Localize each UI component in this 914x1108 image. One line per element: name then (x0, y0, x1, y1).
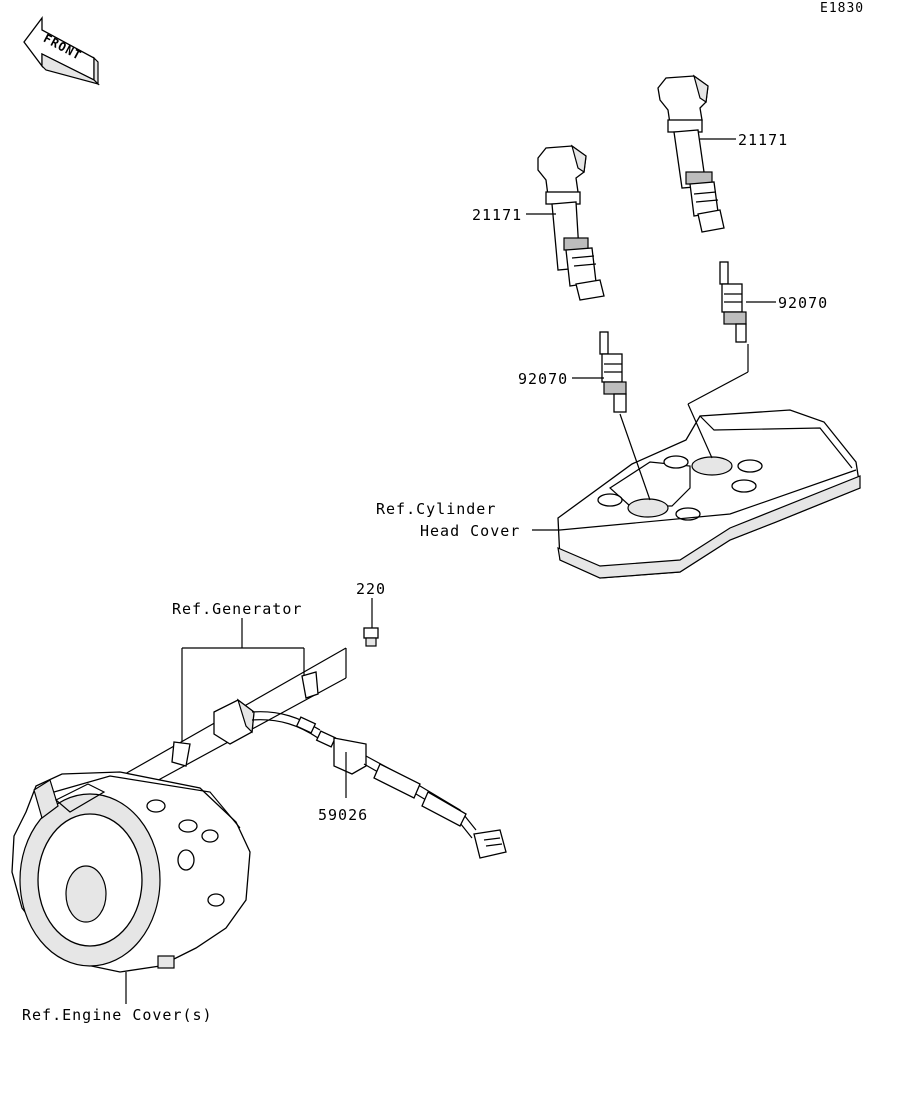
bolt-220 (363, 627, 379, 647)
label-cylinder-head-line2: Head Cover (420, 522, 521, 540)
label-coil-left: 21171 (472, 206, 523, 224)
label-cylinder-head-line1: Ref.Cylinder (376, 500, 497, 518)
generator-cover (11, 771, 251, 1004)
label-coil-right: 21171 (738, 131, 789, 149)
label-bolt: 220 (356, 580, 387, 598)
cylinder-head-cover (557, 409, 861, 579)
label-generator: Ref.Generator (172, 600, 303, 618)
crankshaft-sensor-59026 (213, 698, 507, 859)
clamp-lower (171, 741, 191, 767)
ignition-coil-right (657, 74, 725, 233)
label-engine-cover: Ref.Engine Cover(s) (22, 1006, 213, 1024)
label-plug-right: 92070 (778, 294, 829, 312)
label-plug-left: 92070 (518, 370, 569, 388)
diagram-code: E1830 (820, 1, 865, 16)
leader-plug-left (619, 413, 651, 501)
spark-plug-right (719, 261, 747, 343)
spark-plug-left (599, 331, 627, 413)
clamp-upper (301, 671, 319, 699)
ignition-coil-left (537, 144, 605, 301)
label-sensor: 59026 (318, 806, 369, 824)
front-arrow-icon (23, 16, 101, 86)
